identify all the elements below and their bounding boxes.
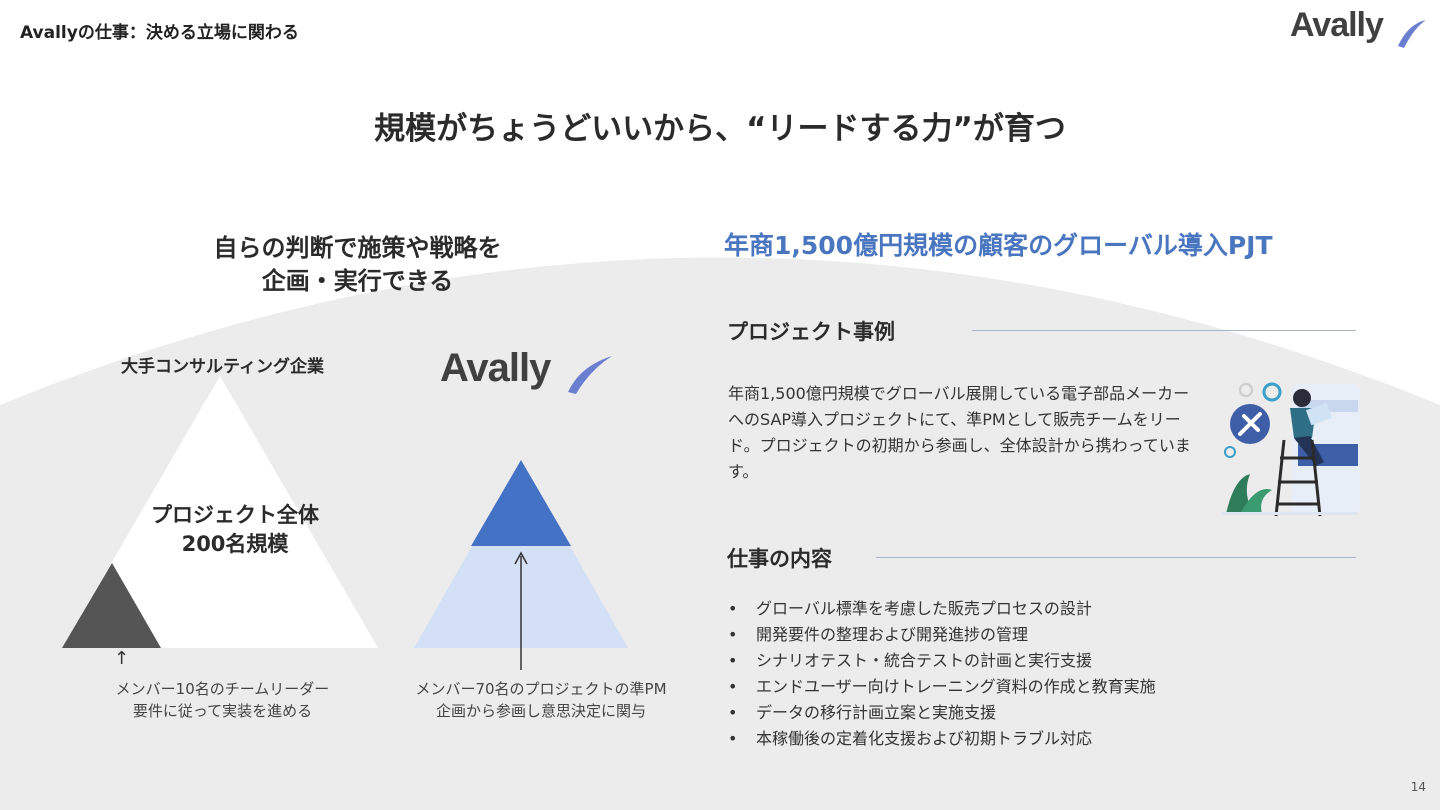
caption-consulting-line2: 要件に従って実装を進める — [132, 702, 313, 720]
main-title: 規模がちょうどいいから、“リードする力”が育つ — [374, 111, 1066, 147]
caption-avally-line1: メンバー70名のプロジェクトの準PM — [415, 680, 667, 698]
logo-text: Avally — [1290, 6, 1384, 44]
logo-text: Avally — [440, 346, 551, 390]
list-item: エンドユーザー向けトレーニング資料の作成と教育実施 — [728, 674, 1156, 700]
caption-avally: メンバー70名のプロジェクトの準PM 企画から参画し意思決定に関与 — [386, 678, 696, 722]
project-label-line1: プロジェクト全体 — [151, 503, 319, 527]
project-heading: 年商1,500億円規模の顧客のグローバル導入PJT — [724, 231, 1273, 260]
list-item: シナリオテスト・統合テストの計画と実行支援 — [728, 648, 1156, 674]
work-title-divider — [876, 557, 1356, 558]
case-description: 年商1,500億円規模でグローバル展開している電子部品メーカーへのSAP導入プロ… — [728, 384, 1191, 481]
header-title: Avallyの仕事：決める立場に関わる — [20, 23, 299, 43]
avally-top-triangle — [471, 460, 571, 546]
project-size-label: プロジェクト全体 200名規模 — [130, 501, 340, 559]
left-heading: 自らの判断で施策や戦略を 企画・実行できる — [150, 232, 565, 298]
case-title-divider — [972, 330, 1356, 331]
list-item: データの移行計画立案と実施支援 — [728, 700, 1156, 726]
case-title: プロジェクト事例 — [727, 320, 895, 344]
logo-swoosh-icon — [568, 356, 612, 394]
page-number: 14 — [1410, 780, 1426, 794]
consulting-large-triangle — [62, 376, 378, 648]
work-title: 仕事の内容 — [727, 547, 832, 571]
avally-arrow-head — [514, 551, 528, 565]
caption-consulting: メンバー10名のチームリーダー 要件に従って実装を進める — [90, 678, 355, 722]
worker-illustration-icon — [1222, 382, 1360, 517]
team-arrow-icon: ↑ — [114, 648, 130, 669]
caption-consulting-line1: メンバー10名のチームリーダー — [115, 680, 330, 698]
avally-logo-header: Avally — [1290, 6, 1430, 50]
consulting-team-triangle — [62, 563, 161, 648]
work-list: グローバル標準を考慮した販売プロセスの設計 開発要件の整理および開発進捗の管理 … — [728, 596, 1156, 752]
left-heading-line2: 企画・実行できる — [261, 267, 454, 295]
left-heading-line1: 自らの判断で施策や戦略を — [213, 234, 502, 262]
logo-swoosh-icon — [1398, 20, 1426, 48]
project-label-line2: 200名規模 — [181, 532, 289, 556]
list-item: 本稼働後の定着化支援および初期トラブル対応 — [728, 726, 1156, 752]
list-item: 開発要件の整理および開発進捗の管理 — [728, 622, 1156, 648]
avally-logo-diagram: Avally — [440, 346, 620, 394]
list-item: グローバル標準を考慮した販売プロセスの設計 — [728, 596, 1156, 622]
caption-avally-line2: 企画から参画し意思決定に関与 — [435, 702, 646, 720]
consulting-label: 大手コンサルティング企業 — [121, 357, 324, 377]
